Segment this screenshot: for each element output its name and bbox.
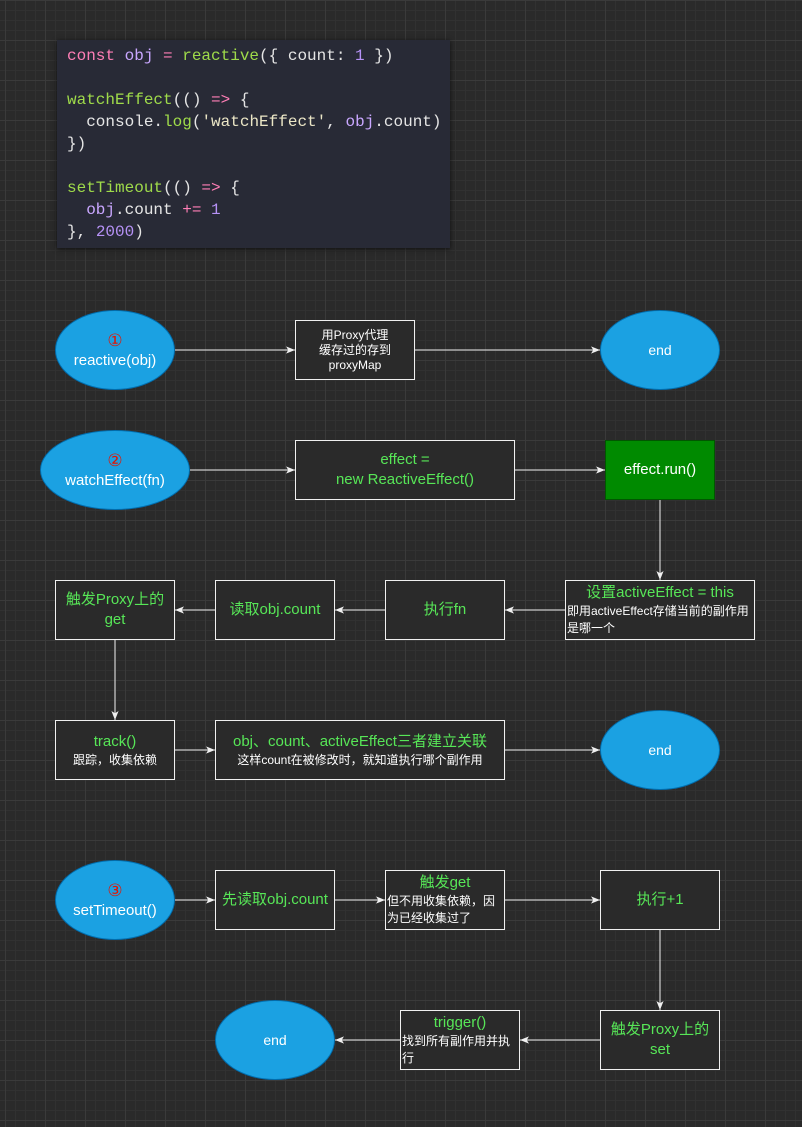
settimeout-start-label: setTimeout(): [73, 901, 157, 919]
code-token: .count): [374, 113, 442, 131]
execute-fn-label: 执行fn: [423, 601, 467, 618]
code-token: =>: [201, 179, 221, 197]
trigger-get-note: 但不用收集依赖，因为已经收集过了: [387, 894, 496, 925]
code-line: watchEffect(() => {: [67, 89, 450, 111]
track-title: track(): [93, 732, 137, 750]
step-number-marker: ③: [107, 880, 123, 900]
code-token: 1: [355, 47, 365, 65]
create-effect-line: effect =: [380, 451, 430, 468]
code-token: 'watchEffect': [201, 113, 327, 131]
code-token: const: [67, 47, 125, 65]
end-label: end: [648, 342, 672, 358]
first-read-count-label: 先读取obj.count: [222, 891, 328, 908]
code-token: ,: [326, 113, 346, 131]
code-line: console.log('watchEffect', obj.count): [67, 111, 450, 133]
effect-run-label: effect.run(): [623, 461, 697, 478]
proxy-get-line: get: [104, 611, 126, 628]
code-token: {: [230, 91, 250, 109]
trigger-title: trigger(): [433, 1014, 487, 1031]
proxy-cache-line: 缓存过的存到: [318, 342, 391, 357]
execute-fn-box: 执行fn: [385, 580, 505, 640]
code-token: ({ count:: [259, 47, 356, 65]
code-line: const obj = reactive({ count: 1 }): [67, 45, 450, 67]
code-token: obj: [345, 113, 375, 131]
code-token: }): [364, 47, 394, 65]
trigger-box: trigger() 找到所有副作用并执行: [400, 1010, 520, 1070]
code-token: =>: [211, 91, 231, 109]
code-token: 2000: [95, 223, 135, 241]
track-note: 跟踪，收集依赖: [72, 752, 157, 767]
code-token: .count: [115, 201, 183, 219]
create-effect-box: effect = new ReactiveEffect(): [295, 440, 515, 500]
set-active-effect-box: 设置activeEffect = this 即用activeEffect存储当前…: [565, 580, 755, 640]
code-line: [67, 155, 450, 177]
reactive-start-node: ① reactive(obj): [55, 310, 175, 390]
set-active-effect-title: 设置activeEffect = this: [586, 584, 734, 601]
proxy-get-box: 触发Proxy上的 get: [55, 580, 175, 640]
end-label: end: [648, 742, 672, 758]
increment-label: 执行+1: [636, 891, 684, 908]
code-token: obj: [86, 201, 116, 219]
first-read-count-box: 先读取obj.count: [215, 870, 335, 930]
set-active-effect-note: 即用activeEffect存储当前的副作用是哪一个: [567, 604, 749, 635]
build-association-title: obj、count、activeEffect三者建立关联: [233, 732, 487, 750]
code-token: ): [134, 223, 144, 241]
reactive-end-node: end: [600, 310, 720, 390]
code-token: {: [220, 179, 240, 197]
proxy-set-box: 触发Proxy上的 set: [600, 1010, 720, 1070]
watcheffect-start-label: watchEffect(fn): [65, 471, 165, 489]
read-count-label: 读取obj.count: [229, 601, 321, 618]
code-token: ((): [163, 179, 202, 197]
code-token: (: [191, 113, 202, 131]
watcheffect-end-node: end: [600, 710, 720, 790]
code-token: 1: [211, 201, 221, 219]
track-box: track() 跟踪，收集依赖: [55, 720, 175, 780]
proxy-cache-box: 用Proxy代理 缓存过的存到 proxyMap: [295, 320, 415, 380]
create-effect-line: new ReactiveEffect(): [335, 471, 475, 488]
code-lines: const obj = reactive({ count: 1 }) watchE…: [67, 45, 450, 243]
proxy-get-line: 触发Proxy上的: [65, 591, 165, 608]
trigger-note: 找到所有副作用并执行: [402, 1034, 511, 1065]
build-association-box: obj、count、activeEffect三者建立关联 这样count在被修改…: [215, 720, 505, 780]
end-label: end: [263, 1032, 287, 1048]
code-token: log: [163, 113, 192, 131]
trigger-get-title: 触发get: [419, 874, 471, 891]
code-line: }): [67, 133, 450, 155]
read-count-box: 读取obj.count: [215, 580, 335, 640]
step-number-marker: ①: [107, 330, 123, 350]
code-token: watchEffect: [67, 91, 173, 109]
code-line: setTimeout(() => {: [67, 177, 450, 199]
code-token: reactive: [182, 47, 260, 65]
code-line: obj.count += 1: [67, 199, 450, 221]
settimeout-end-node: end: [215, 1000, 335, 1080]
code-token: [67, 201, 86, 219]
watcheffect-start-node: ② watchEffect(fn): [40, 430, 190, 510]
code-line: }, 2000): [67, 221, 450, 243]
reactive-start-label: reactive(obj): [73, 351, 157, 369]
code-token: ((): [172, 91, 212, 109]
proxy-set-line: 触发Proxy上的: [610, 1021, 710, 1038]
proxy-cache-line: 用Proxy代理: [321, 327, 389, 342]
code-token: =: [163, 47, 183, 65]
code-line: [67, 67, 450, 89]
code-token: +=: [182, 201, 212, 219]
proxy-cache-line: proxyMap: [328, 357, 382, 372]
code-token: }): [67, 135, 87, 153]
code-token: console.: [67, 113, 164, 131]
code-token: },: [67, 223, 96, 241]
increment-box: 执行+1: [600, 870, 720, 930]
proxy-set-line: set: [649, 1041, 670, 1058]
code-token: setTimeout: [67, 179, 164, 197]
code-snippet: const obj = reactive({ count: 1 }) watchE…: [57, 40, 450, 248]
build-association-note: 这样count在被修改时，就知道执行哪个副作用: [237, 752, 483, 767]
trigger-get-box: 触发get 但不用收集依赖，因为已经收集过了: [385, 870, 505, 930]
code-token: obj: [124, 47, 164, 65]
effect-run-box: effect.run(): [605, 440, 715, 500]
step-number-marker: ②: [107, 450, 123, 470]
settimeout-start-node: ③ setTimeout(): [55, 860, 175, 940]
